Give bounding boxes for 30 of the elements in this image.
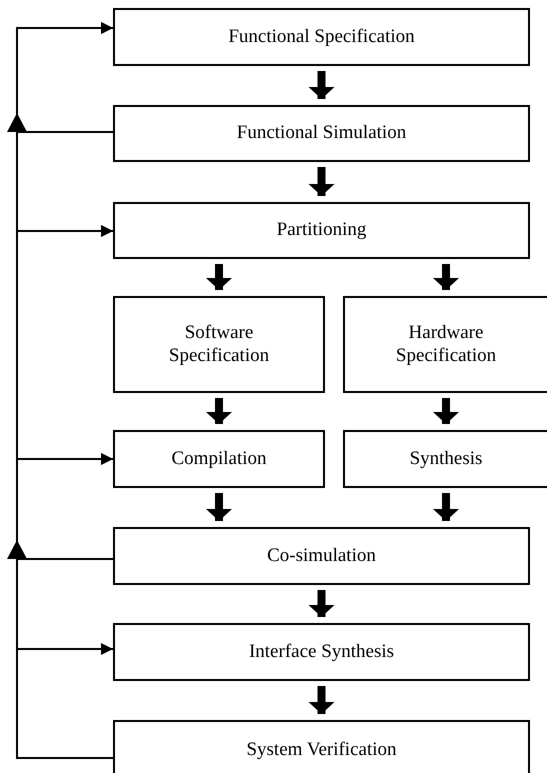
block-arrow <box>308 71 334 99</box>
block-arrow <box>308 686 334 714</box>
process-box <box>113 296 325 393</box>
block-arrow <box>308 167 334 196</box>
block-arrow <box>206 398 232 424</box>
process-box <box>113 623 530 681</box>
process-box <box>113 527 530 585</box>
block-arrow <box>206 264 232 290</box>
process-box <box>343 296 547 393</box>
block-arrow <box>433 493 459 521</box>
block-arrow <box>206 493 232 521</box>
block-arrow <box>433 264 459 290</box>
process-box <box>113 8 530 66</box>
box-label: Synthesis <box>410 448 482 470</box>
box-label: Functional Specification <box>228 26 415 48</box>
process-box <box>113 202 530 259</box>
process-box <box>343 430 547 488</box>
block-arrow <box>433 398 459 424</box>
box-label: Compilation <box>172 448 266 470</box>
box-label: Co-simulation <box>267 544 376 568</box>
box-label: Hardware Specification <box>394 322 498 368</box>
box-label: Functional Simulation <box>236 122 406 145</box>
process-box <box>113 430 325 488</box>
box-label: Interface Synthesis <box>248 640 394 664</box>
process-box <box>113 720 530 773</box>
box-label: System Verification <box>246 738 397 762</box>
block-arrow <box>308 590 334 617</box>
box-label: Partitioning <box>276 219 366 242</box>
box-label: Software Specification <box>168 322 270 368</box>
process-box <box>113 105 530 162</box>
